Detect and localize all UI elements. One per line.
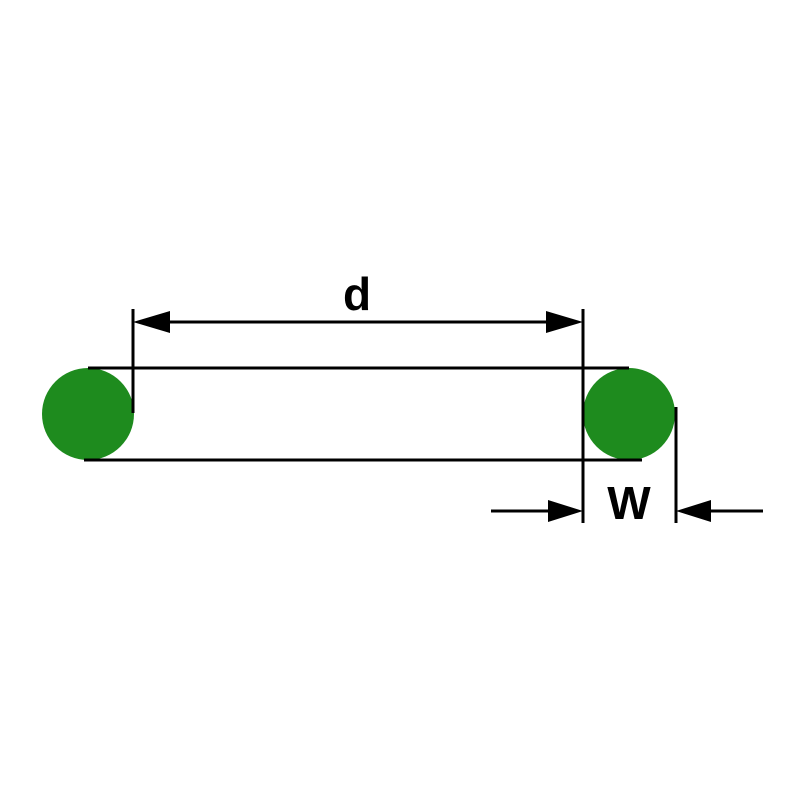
- o-ring-cross-section-left: [42, 368, 134, 460]
- o-ring-cross-section-right: [583, 368, 675, 460]
- width-label: W: [607, 477, 651, 529]
- diameter-label: d: [343, 268, 371, 320]
- diameter-arrowhead-right: [546, 311, 583, 333]
- width-arrowhead-right: [676, 500, 711, 522]
- diameter-arrowhead-left: [133, 311, 170, 333]
- width-arrowhead-left: [548, 500, 583, 522]
